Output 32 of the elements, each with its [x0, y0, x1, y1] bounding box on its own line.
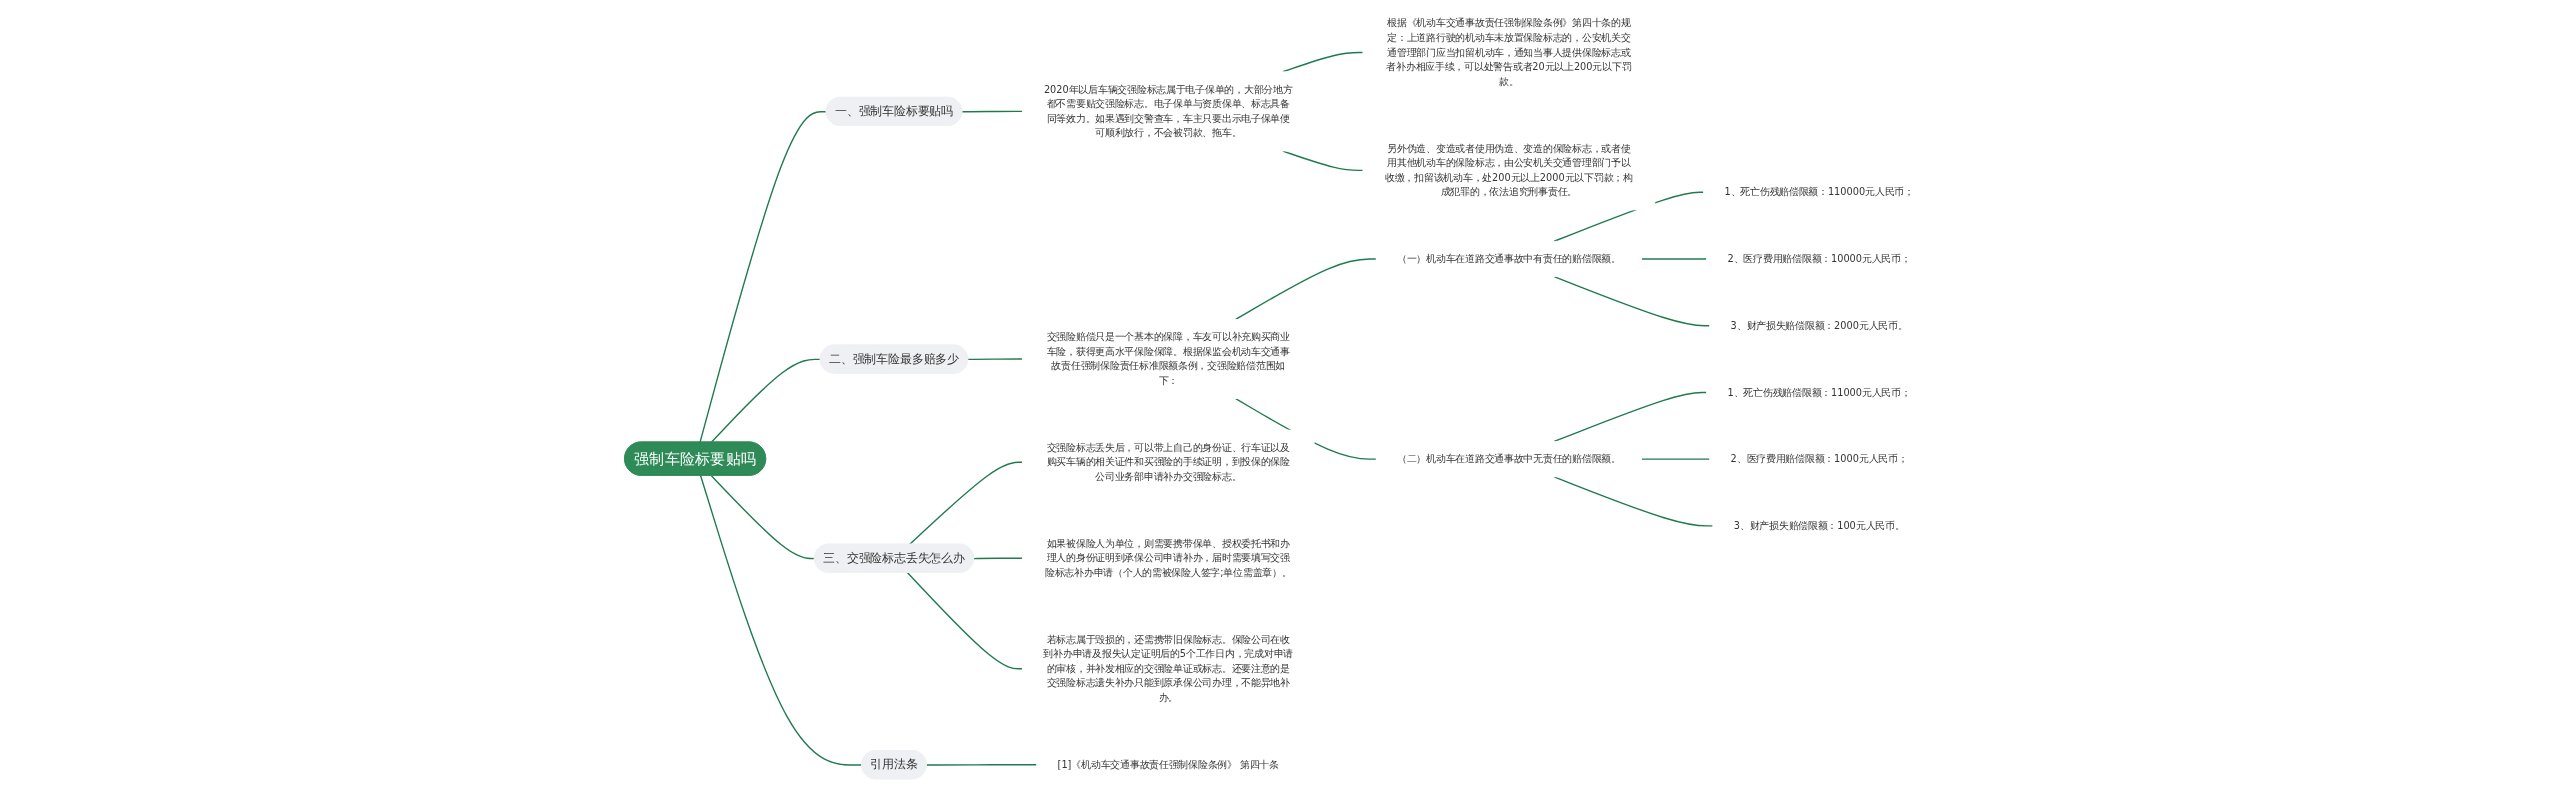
- node-text: 2、医疗费用赔偿限额：1000元人民币；: [1731, 453, 1908, 465]
- node-text: 交强险标志丢失后，可以带上自己的身份证、行车证以及购买车辆的相关证件和买强险的手续证明，到投保的保险公司业务部申请补办交强险标志。: [1047, 441, 1291, 483]
- node-text: 1、死亡伤残赔偿限额：110000元人民币；: [1724, 186, 1915, 198]
- node-text: 1、死亡伤残赔偿限额：11000元人民币；: [1727, 386, 1912, 398]
- connector: [700, 475, 864, 766]
- connector: [1553, 391, 1708, 443]
- connector: [1235, 258, 1378, 321]
- node-text: 3、财产损失赔偿限额：100元人民币。: [1734, 520, 1905, 532]
- connector: [907, 571, 1024, 670]
- connector: [1641, 458, 1711, 460]
- connector: [926, 764, 1038, 766]
- node-text: 另外伪造、变造或者使用伪造、变造的保险标志，或者使用其他机动车的保险标志，由公安机关交通管理部门予以收缴，扣留该机动车，处200元以上2000元以下罚款；构成犯罪的，依法追究刑事责任。: [1385, 142, 1634, 198]
- connector: [909, 461, 1024, 546]
- node-text: 2020年以后车辆交强险标志属于电子保单的，大部分地方都不需要贴交强险标志。电子保单与资质保单、标志具备同等效力。如果遇到交警查车，车主只要出示电子保单便可顺利放行，不会被罚款、拖车。: [1044, 83, 1293, 139]
- node-text: （二）机动车在道路交通事故中无责任的赔偿限额。: [1397, 453, 1622, 465]
- connector: [973, 557, 1024, 560]
- connector: [1553, 476, 1714, 527]
- node-text: [1]《机动车交通事故责任强制保险条例》 第四十条: [1058, 758, 1280, 770]
- connector: [961, 110, 1024, 113]
- node-text: 如果被保险人为单位，则需要携带保单、授权委托书和办理人的身份证明到承保公司申请补办，届时需要填写交强险标志补办申请（个人的需被保险人签字;单位需盖章）。: [1045, 537, 1292, 579]
- node-text: （一）机动车在道路交通事故中有责任的赔偿限额。: [1397, 253, 1622, 265]
- connector: [1553, 276, 1711, 327]
- connector: [711, 475, 816, 560]
- connector: [711, 358, 822, 443]
- connector: [699, 111, 828, 443]
- connector: [967, 358, 1024, 361]
- node-text: 根据《机动车交通事故责任强制保险条例》第四十条的规定：上道路行驶的机动车未放置保险标志的，公安机关交通管理部门应当扣留机动车，通知当事人提供保险标志或者补办相应手续，可以处警告或者20元以上200元以下罚款。: [1386, 17, 1632, 87]
- node-text: 3、财产损失赔偿限额：2000元人民币。: [1731, 319, 1908, 331]
- node-text: 2、医疗费用赔偿限额：10000元人民币；: [1727, 253, 1912, 265]
- node-text: 交强险赔偿只是一个基本的保障，车友可以补充购买商业车险，获得更高水平保险保障。根据保监会机动车交通事故责任强制保险责任标准限额条例，交强险赔偿范围如下：: [1047, 331, 1291, 387]
- node-text: 若标志属于毁损的，还需携带旧保险标志。保险公司在收到补办申请及报失认定证明后的5个工作日内，完成对申请的审核，并补发相应的交强险单证或标志。还要注意的是交强险标志遗失补办只能到原承保公司办理，不能异地补办。: [1043, 633, 1294, 704]
- connector: [1641, 258, 1708, 260]
